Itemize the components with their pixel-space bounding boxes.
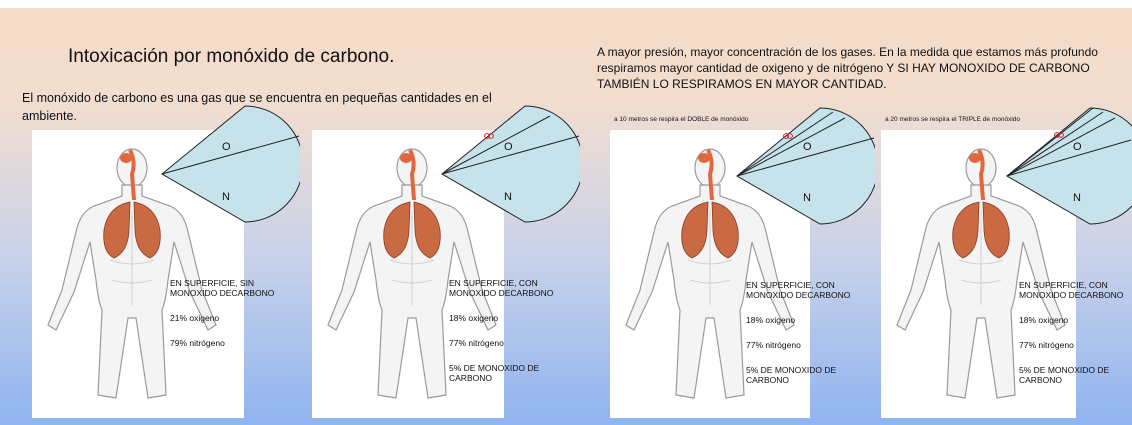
co-stat-2: CARBONO: [1019, 375, 1062, 385]
stat-line2: MONOXIDO DECARBONO: [449, 288, 554, 298]
human-figure: [896, 148, 1066, 399]
human-figure: [47, 148, 217, 399]
stat-line1: EN SUPERFICIE, CON: [746, 280, 835, 290]
nitrogen-stat: 77% nitrógeno: [1019, 340, 1074, 350]
co-stat-2: CARBONO: [746, 375, 789, 385]
co-stat: 5% DE MONOXIDO DE: [449, 363, 540, 373]
gas-bubble: O N: [1006, 107, 1132, 225]
nitrogen-stat: 77% nitrógeno: [746, 340, 801, 350]
oxygen-stat: 18% oxigeno: [746, 315, 796, 325]
co-marker-icon: [1054, 132, 1064, 138]
nitrogen-label: N: [1073, 192, 1081, 204]
co-marker-icon: [783, 133, 793, 139]
stat-line1: EN SUPERFICIE, CON: [449, 278, 538, 288]
pressure-text: A mayor presión, mayor concentración de …: [597, 45, 1098, 91]
oxygen-label: O: [504, 141, 513, 153]
stat-line1: EN SUPERFICIE, CON: [1019, 280, 1108, 290]
oxygen-stat: 18% oxigeno: [1019, 315, 1069, 325]
depth-note: a 20 metros se respira el TRIPLE de monó…: [885, 116, 1021, 123]
gas-bubble: O N: [161, 105, 300, 223]
depth-note: a 10 metros se respira el DOBLE de monóx…: [614, 116, 749, 123]
nitrogen-stat: 79% nitrógeno: [170, 338, 225, 348]
stat-line2: MONOXIDO DECARBONO: [1019, 290, 1124, 300]
oxygen-label: O: [222, 141, 231, 153]
gas-bubble: O N: [736, 107, 875, 225]
intro-text: El monóxido de carbono es una gas que se…: [22, 91, 492, 123]
human-figure: [625, 148, 795, 399]
nitrogen-label: N: [222, 191, 230, 203]
stat-line2: MONOXIDO DECARBONO: [170, 288, 275, 298]
co-stat: 5% DE MONOXIDO DE: [746, 365, 837, 375]
nitrogen-label: N: [504, 191, 512, 203]
oxygen-stat: 21% oxigeno: [170, 313, 220, 323]
stat-line1: EN SUPERFICIE, SIN: [170, 278, 255, 288]
page-title: Intoxicación por monóxido de carbono.: [68, 46, 395, 67]
co-stat: 5% DE MONOXIDO DE: [1019, 365, 1110, 375]
top-band: [0, 0, 1132, 8]
co-stat-2: CARBONO: [449, 373, 492, 383]
human-figure: [327, 148, 497, 399]
nitrogen-label: N: [803, 192, 811, 204]
stat-line2: MONOXIDO DECARBONO: [746, 290, 851, 300]
oxygen-stat: 18% oxigeno: [449, 313, 499, 323]
co-marker-icon: [484, 133, 494, 139]
oxygen-label: O: [1073, 141, 1082, 153]
gas-bubble: O N: [441, 105, 580, 223]
nitrogen-stat: 77% nitrógeno: [449, 338, 504, 348]
oxygen-label: O: [803, 141, 812, 153]
